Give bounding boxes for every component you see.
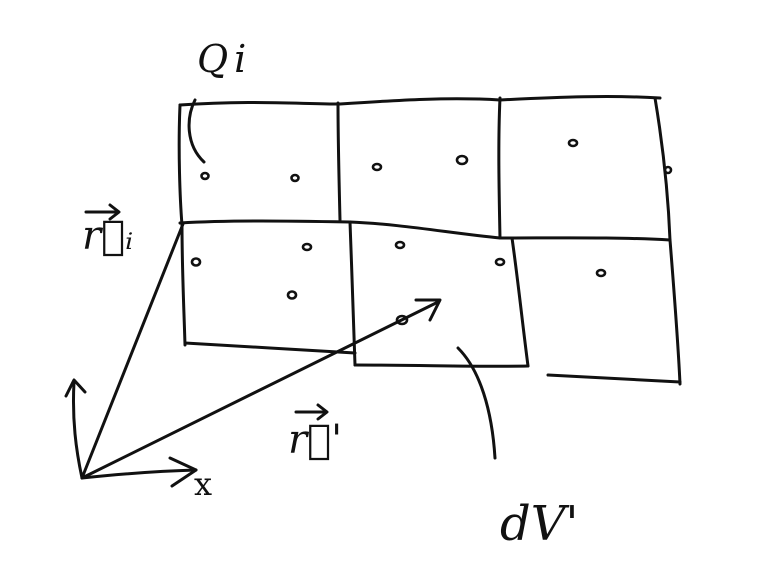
charge-dot <box>663 165 673 175</box>
charge-dots <box>190 138 673 326</box>
charge-dot <box>595 268 607 278</box>
charge-dot <box>394 240 406 250</box>
vector-r-prime-arrowhead <box>414 298 442 322</box>
x-axis-arrowhead <box>168 456 198 488</box>
y-axis <box>71 380 84 480</box>
charge-dot <box>301 242 313 252</box>
charge-dot <box>200 171 210 181</box>
grid-top-edge <box>178 95 662 107</box>
charge-dot <box>455 154 469 166</box>
ri-vector-arrow <box>84 203 121 221</box>
grid-bottom-edge-right <box>546 373 682 384</box>
vector-ri <box>80 222 185 480</box>
rp-vector-arrow <box>294 403 329 421</box>
volume-element-label: dV' <box>500 496 579 552</box>
grid-bottom-edge-left <box>183 341 357 355</box>
position-vector-prime-label: r⃗' <box>288 417 343 463</box>
dv-pointer <box>456 346 497 460</box>
y-axis-arrowhead <box>64 378 87 398</box>
charge-dot <box>286 290 298 300</box>
charge-label: Qi <box>197 37 253 81</box>
grid-right-edge <box>653 96 682 386</box>
grid-middle-edge <box>178 219 672 242</box>
qi-pointer <box>187 98 206 164</box>
axes <box>64 378 198 488</box>
charge-dot <box>494 257 506 267</box>
charge-dot <box>290 173 300 183</box>
grid-divider-2-top <box>497 96 502 240</box>
grid-divider-1-bottom <box>348 220 357 367</box>
grid-divider-2-bottom <box>510 236 530 368</box>
charge-dot <box>567 138 579 148</box>
position-vector-i-label: r⃗ᵢ <box>82 213 134 259</box>
grid-divider-1-top <box>336 101 342 222</box>
grid-bottom-edge-middle <box>353 363 530 368</box>
x-axis-label: x <box>194 465 213 503</box>
volume-grid <box>177 95 682 386</box>
x-axis <box>80 468 198 480</box>
charge-dot <box>395 314 409 326</box>
charge-dot <box>371 162 383 172</box>
vector-r-prime <box>80 300 440 480</box>
charge-dot <box>190 257 202 267</box>
